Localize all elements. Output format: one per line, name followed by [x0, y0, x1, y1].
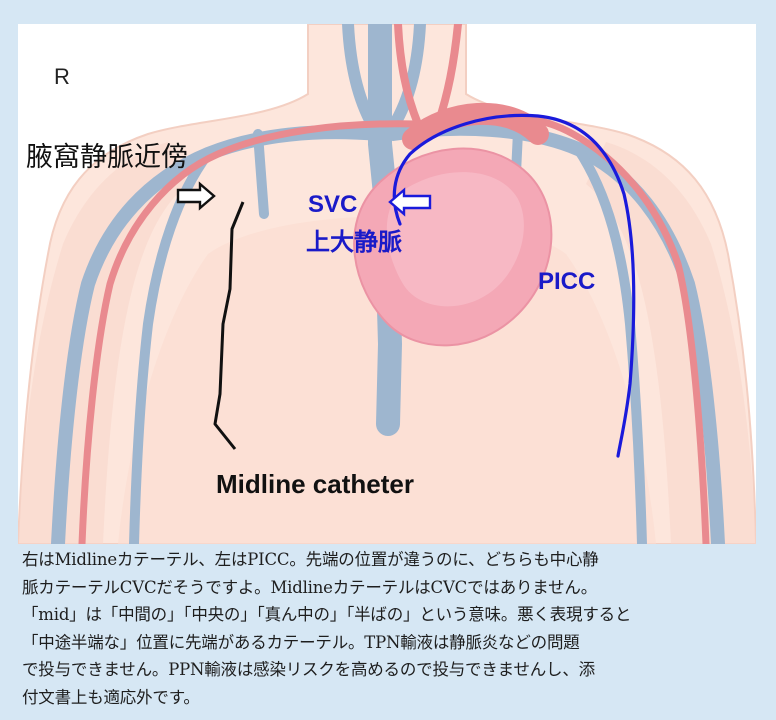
svc-japanese-label: 上大静脈	[306, 229, 402, 256]
anatomy-illustration: R 腋窩静脈近傍 SVC 上大静脈 PICC Midline catheter	[18, 24, 756, 544]
axillary-vein-label: 腋窩静脈近傍	[26, 142, 188, 172]
svc-label: SVC	[308, 191, 357, 218]
caption-text: 右はMidlineカテーテル、左はPICC。先端の位置が違うのに、どちらも中心静…	[22, 546, 754, 716]
anatomy-figure: R 腋窩静脈近傍 SVC 上大静脈 PICC Midline catheter	[18, 24, 756, 544]
side-marker-label: R	[54, 64, 70, 89]
picc-label: PICC	[538, 268, 595, 295]
midline-catheter-label: Midline catheter	[216, 469, 414, 499]
